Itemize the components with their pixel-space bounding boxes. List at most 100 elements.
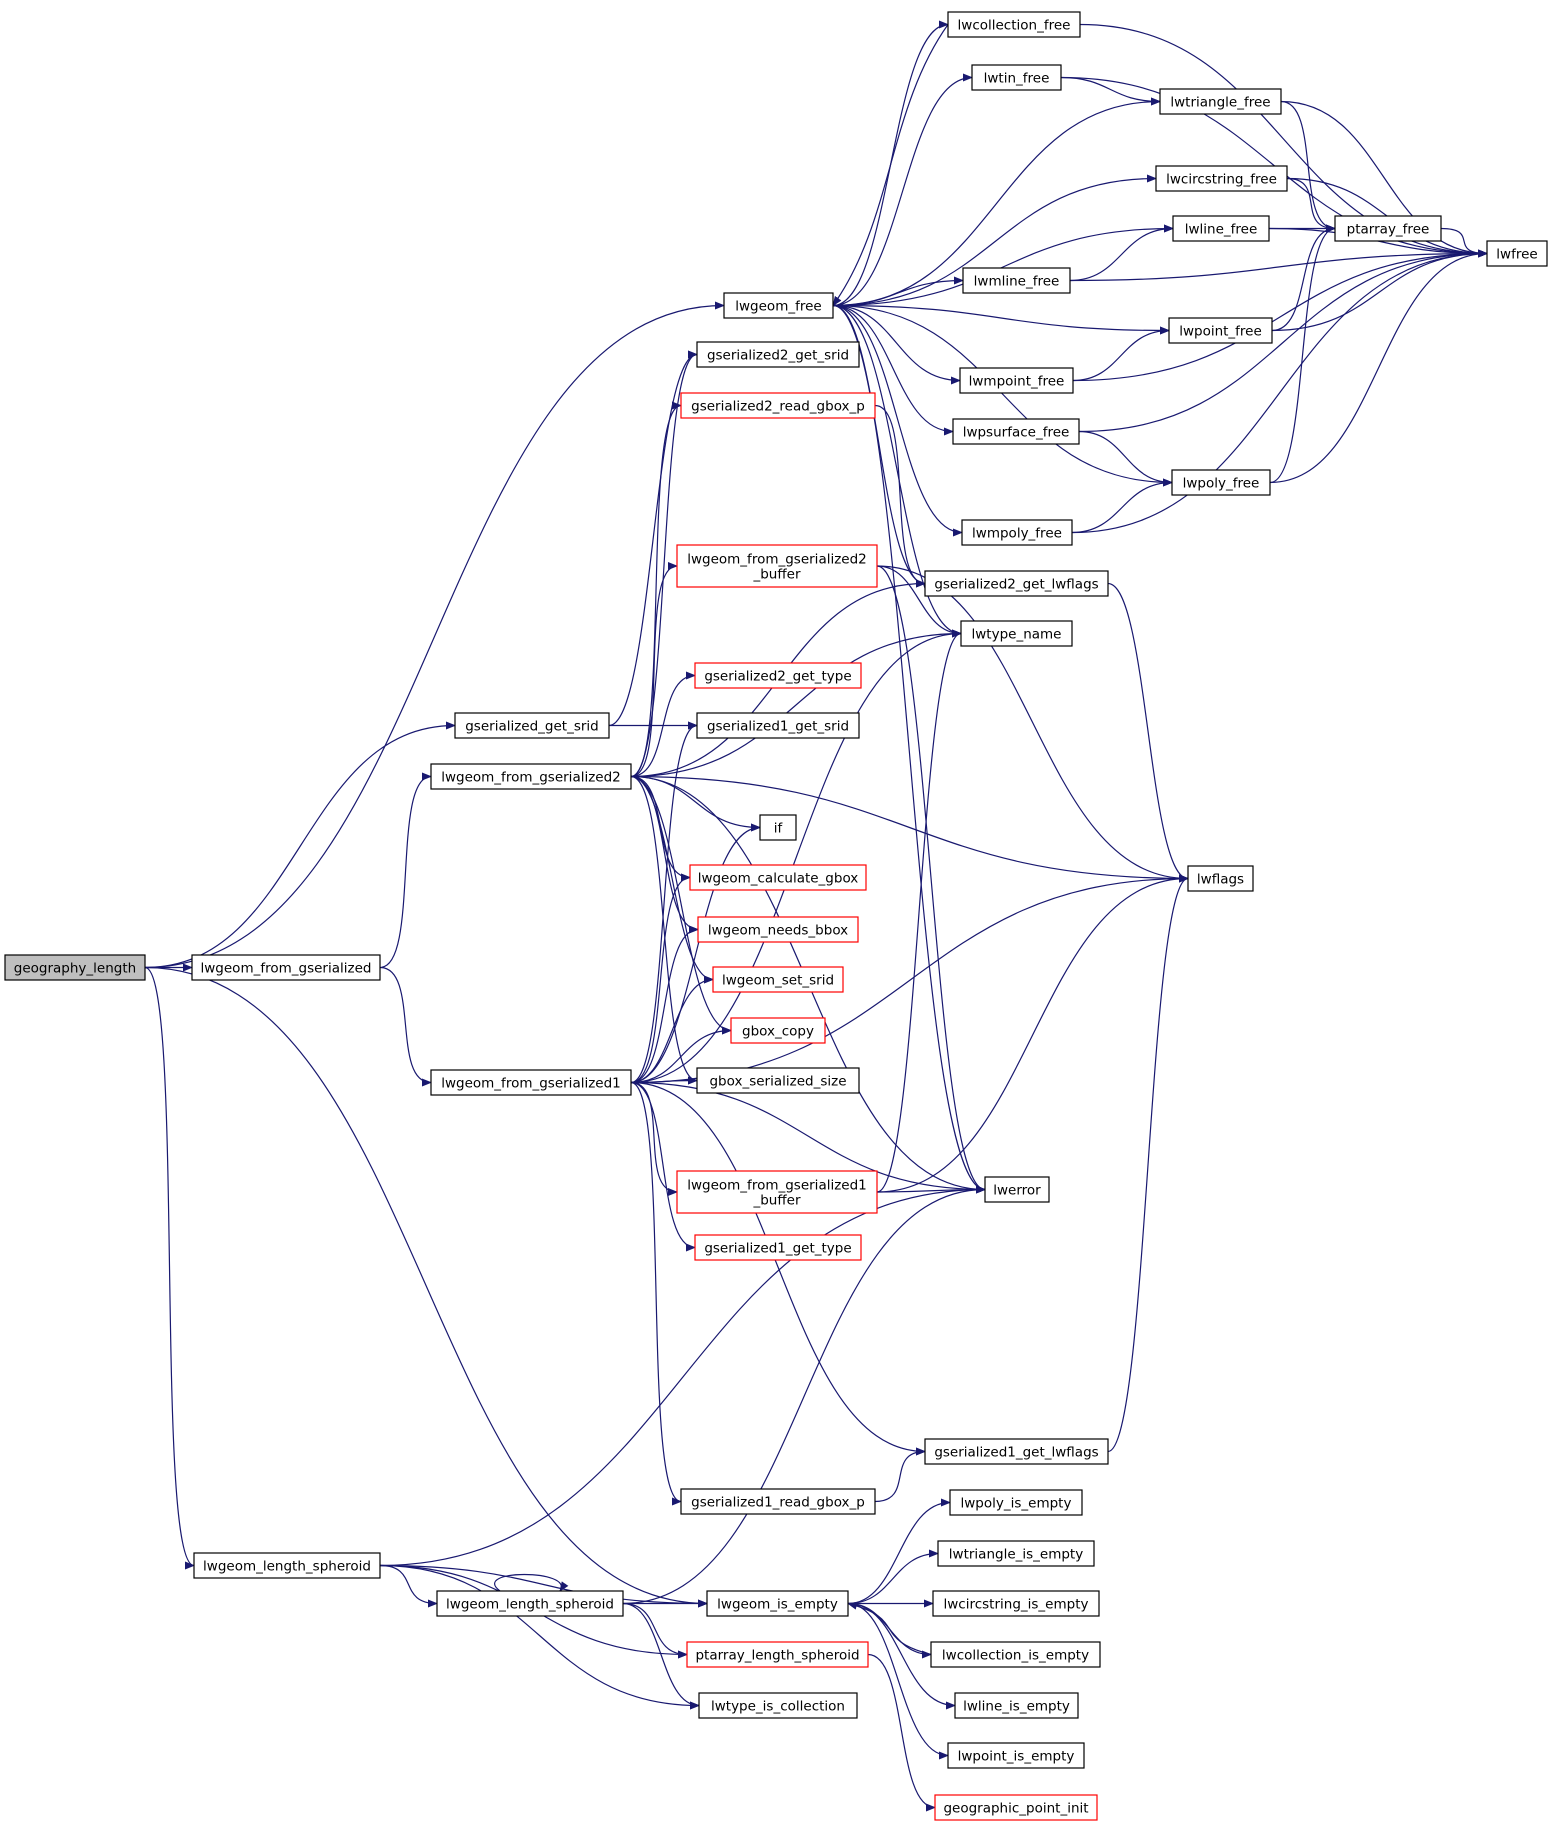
node-gserialized1-get-srid[interactable]: gserialized1_get_srid <box>696 712 860 739</box>
node-lwflags[interactable]: lwflags <box>1187 865 1254 892</box>
node-box <box>676 544 878 588</box>
nodes-layer: geography_length lwgeom_free gserialized_g… <box>4 11 1548 1821</box>
node-box <box>706 1590 849 1617</box>
node-box <box>436 1590 624 1617</box>
edge-lwgeom_from_gserialized2-to-lwgeom_from_gserialized2_buffer <box>630 562 678 778</box>
edge-lwgeom_length_spheroid_top-to-lwgeom_length_spheroid_inner <box>379 1564 438 1608</box>
node-lwgeom-length-spheroid-top[interactable]: lwgeom_length_spheroid <box>193 1552 381 1579</box>
node-box <box>962 267 1071 294</box>
node-lwline-is-empty[interactable]: lwline_is_empty <box>954 1692 1079 1719</box>
node-gserialized1-read-gbox-p[interactable]: gserialized1_read_gbox_p <box>680 1488 876 1515</box>
node-ptarray-free[interactable]: ptarray_free <box>1334 215 1442 242</box>
edge-lwgeom_length_spheroid_inner-to-lwerror <box>622 1185 986 1605</box>
edge-lwgeom_length_spheroid_inner-to-lwgeom_length_spheroid_inner <box>494 1573 569 1592</box>
edge-gserialized2_read_gbox_p-to-gserialized2_get_lwflags <box>874 404 926 588</box>
edge-lwgeom_from_gserialized-to-lwgeom_from_gserialized2 <box>379 772 432 969</box>
node-label: _buffer <box>752 1193 800 1209</box>
node-lwmline-free[interactable]: lwmline_free <box>962 267 1071 294</box>
edge-lwgeom_from_gserialized1-to-lwerror <box>630 1081 986 1194</box>
node-label: lwmpoint_free <box>969 374 1065 390</box>
node-lwpsurface-free[interactable]: lwpsurface_free <box>952 418 1080 445</box>
edge-lwtriangle_free-to-ptarray_free <box>1280 100 1336 233</box>
node-if[interactable]: if <box>759 814 797 841</box>
node-lwcircstring-is-empty[interactable]: lwcircstring_is_empty <box>932 1590 1100 1617</box>
node-label: gserialized1_get_srid <box>707 719 849 735</box>
node-box <box>689 864 867 891</box>
node-gserialized-get-srid[interactable]: gserialized_get_srid <box>454 712 610 739</box>
edge-lwmpoly_free-to-lwpoly_free <box>1071 478 1173 534</box>
node-lwtin-free[interactable]: lwtin_free <box>971 64 1062 91</box>
edge-lwgeom_from_gserialized2-to-lwgeom_needs_bbox <box>630 775 699 934</box>
edge-lwcollection_free-to-lwgeom_free <box>832 24 949 307</box>
node-gserialized2-get-type[interactable]: gserialized2_get_type <box>694 662 862 689</box>
node-gbox-copy[interactable]: gbox_copy <box>730 1017 826 1044</box>
node-label: lwmpoly_free <box>972 526 1062 542</box>
node-gserialized2-get-lwflags[interactable]: gserialized2_get_lwflags <box>924 570 1109 597</box>
node-lwline-free[interactable]: lwline_free <box>1172 215 1270 242</box>
node-label: lwpoly_is_empty <box>961 1496 1072 1512</box>
node-box <box>937 1540 1095 1567</box>
node-lwcollection-free[interactable]: lwcollection_free <box>947 11 1081 38</box>
node-lwtriangle-free[interactable]: lwtriangle_free <box>1159 88 1282 115</box>
node-label: lwmline_free <box>974 274 1060 290</box>
node-gserialized2-get-srid[interactable]: gserialized2_get_srid <box>696 341 860 368</box>
node-label: gserialized1_get_lwflags <box>934 1445 1098 1461</box>
node-box <box>1171 469 1271 496</box>
node-geographic-point-init[interactable]: geographic_point_init <box>934 1794 1098 1821</box>
edge-lwgeom_free-to-lwpoint_free <box>832 304 1170 335</box>
node-ptarray-length-spheroid[interactable]: ptarray_length_spheroid <box>686 1641 869 1668</box>
node-lwmpoint-free[interactable]: lwmpoint_free <box>959 367 1074 394</box>
node-lwgeom-from-gserialized2[interactable]: lwgeom_from_gserialized2 <box>430 763 632 790</box>
node-label: lwpsurface_free <box>963 425 1070 441</box>
node-lwgeom-needs-bbox[interactable]: lwgeom_needs_bbox <box>697 916 859 943</box>
node-box <box>934 1794 1098 1821</box>
edge-lwgeom_from_gserialized2-to-gserialized2_get_type <box>630 671 696 778</box>
node-label: lwpoint_is_empty <box>958 1749 1075 1765</box>
node-lwmpoly-free[interactable]: lwmpoly_free <box>961 519 1073 546</box>
edge-lwgeom_from_gserialized2-to-if <box>630 775 761 832</box>
node-lwcircstring-free[interactable]: lwcircstring_free <box>1155 165 1288 192</box>
node-gbox-serialized-size[interactable]: gbox_serialized_size <box>696 1067 860 1094</box>
node-lwgeom-calculate-gbox[interactable]: lwgeom_calculate_gbox <box>689 864 867 891</box>
node-label: gserialized2_read_gbox_p <box>691 399 865 415</box>
node-lwgeom-from-gserialized1[interactable]: lwgeom_from_gserialized1 <box>430 1069 632 1096</box>
node-lwtype-name[interactable]: lwtype_name <box>960 620 1073 647</box>
node-lwgeom-from-gserialized2-buffer[interactable]: lwgeom_from_gserialized2_buffer <box>676 544 878 588</box>
node-gserialized2-read-gbox-p[interactable]: gserialized2_read_gbox_p <box>680 392 876 419</box>
node-lwgeom-from-gserialized1-buffer[interactable]: lwgeom_from_gserialized1_buffer <box>676 1170 878 1214</box>
edge-lwgeom_from_gserialized2_buffer-to-lwerror <box>876 565 986 1194</box>
node-label: geographic_point_init <box>943 1801 1088 1817</box>
edge-lwgeom_free-to-lwcircstring_free <box>832 174 1157 307</box>
node-label: gserialized1_read_gbox_p <box>691 1495 865 1511</box>
node-lwtype-is-collection[interactable]: lwtype_is_collection <box>698 1692 858 1719</box>
node-lwpoint-is-empty[interactable]: lwpoint_is_empty <box>947 1742 1085 1769</box>
node-gserialized1-get-type[interactable]: gserialized1_get_type <box>694 1234 862 1261</box>
node-box <box>960 620 1073 647</box>
node-lwgeom-is-empty[interactable]: lwgeom_is_empty <box>706 1590 849 1617</box>
node-lwpoly-free[interactable]: lwpoly_free <box>1171 469 1271 496</box>
edge-lwgeom_from_gserialized1_buffer-to-lwtype_name <box>876 629 962 1193</box>
node-label: lwcollection_is_empty <box>942 1648 1089 1664</box>
node-lwfree[interactable]: lwfree <box>1486 240 1548 267</box>
node-lwgeom-set-srid[interactable]: lwgeom_set_srid <box>712 966 844 993</box>
node-box <box>947 11 1081 38</box>
node-box <box>730 1017 826 1044</box>
edge-lwgeom_free-to-lwtin_free <box>832 73 973 307</box>
node-lwerror[interactable]: lwerror <box>984 1176 1050 1203</box>
edge-lwgeom_free-to-lwmpoint_free <box>832 304 961 385</box>
node-lwgeom-length-spheroid-inner[interactable]: lwgeom_length_spheroid <box>436 1590 624 1617</box>
node-lwcollection-is-empty[interactable]: lwcollection_is_empty <box>930 1641 1101 1668</box>
edge-lwmpoint_free-to-lwpoint_free <box>1072 326 1170 382</box>
node-lwtriangle-is-empty[interactable]: lwtriangle_is_empty <box>937 1540 1095 1567</box>
node-lwgeom-from-gserialized[interactable]: lwgeom_from_gserialized <box>191 954 381 981</box>
edge-lwgeom_from_gserialized1-to-lwgeom_from_gserialized1_buffer <box>630 1081 678 1196</box>
node-gserialized1-get-lwflags[interactable]: gserialized1_get_lwflags <box>924 1438 1109 1465</box>
edge-lwgeom_free-to-lwmline_free <box>832 276 964 307</box>
node-geography-length[interactable]: geography_length <box>4 954 146 981</box>
node-lwpoint-free[interactable]: lwpoint_free <box>1168 317 1273 344</box>
node-label: lwtin_free <box>984 71 1050 87</box>
node-lwgeom-free[interactable]: lwgeom_free <box>723 292 834 319</box>
node-lwpoly-is-empty[interactable]: lwpoly_is_empty <box>949 1489 1083 1516</box>
edge-lwgeom_is_empty-to-lwtriangle_is_empty <box>847 1549 939 1605</box>
